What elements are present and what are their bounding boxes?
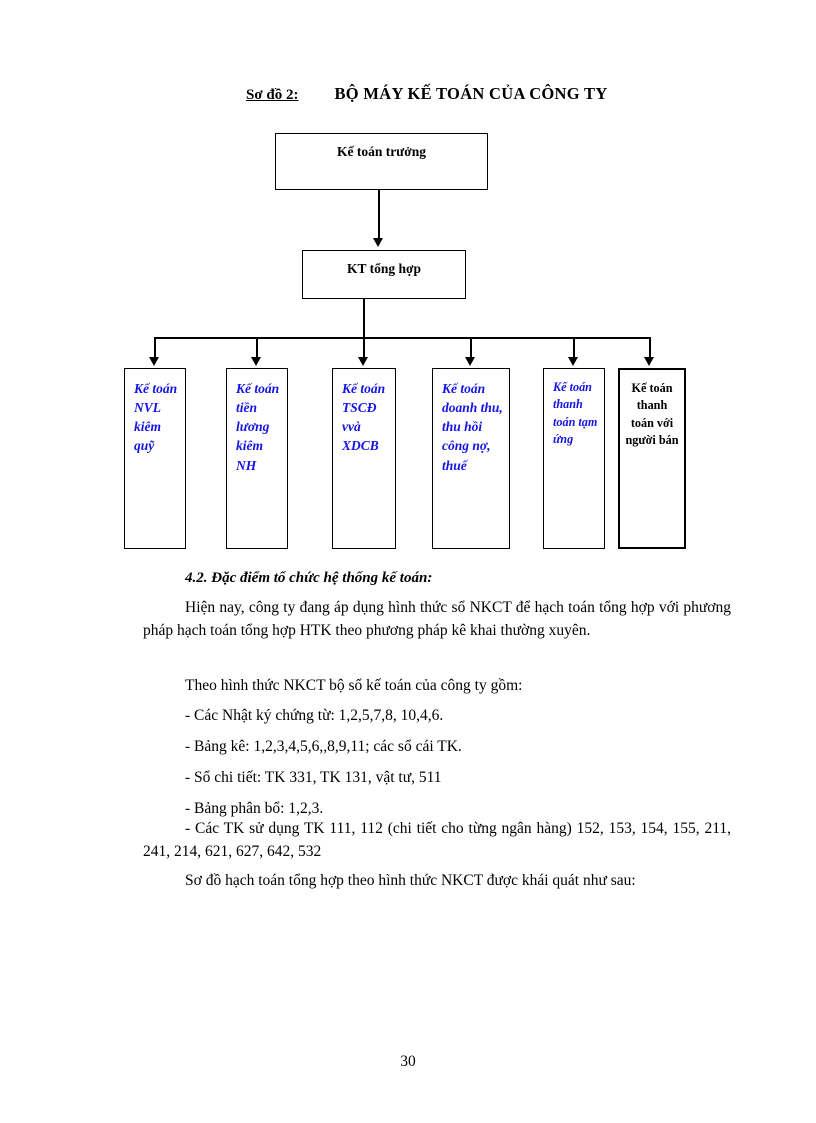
arrowhead-leaf-6 [643, 357, 654, 366]
arrowhead-leaf-1 [148, 357, 159, 366]
list-item: - Sổ chi tiết: TK 331, TK 131, vật tư, 5… [185, 769, 442, 786]
arrowhead-leaf-2 [250, 357, 261, 366]
node-ke-toan-thanh-toan-voi-nguoi-ban: Kế toán thanh toán với người bán [618, 368, 686, 549]
paragraph-closing: Sơ đồ hạch toán tổng hợp theo hình thức … [185, 872, 636, 889]
connector-drop-5 [573, 337, 575, 359]
node-ke-toan-truong: Kế toán trưởng [275, 133, 488, 190]
figure-label: Sơ đồ 2: [246, 87, 299, 103]
arrowhead-leaf-4 [464, 357, 475, 366]
node-label: KT tổng hợp [346, 261, 421, 276]
node-label: Kế toán thanh toán tạm ứng [553, 380, 598, 446]
node-ke-toan-tien-luong-kiem-nh: Kế toán tiền lương kiêm NH [226, 368, 288, 549]
node-ke-toan-thanh-toan-tam-ung: Kế toán thanh toán tạm ứng [543, 368, 605, 549]
list-item: - Bảng kê: 1,2,3,4,5,6,,8,9,11; các sổ c… [185, 738, 462, 755]
section-heading: 4.2. Đặc điểm tổ chức hệ thống kế toán: [185, 570, 433, 586]
node-kt-tong-hop: KT tổng hợp [302, 250, 466, 299]
paragraph-intro: Hiện nay, công ty đang áp dụng hình thức… [143, 599, 731, 639]
connector-drop-2 [256, 337, 258, 359]
figure-title: BỘ MÁY KẾ TOÁN CỦA CÔNG TY [334, 84, 608, 103]
connector-root-to-second [378, 190, 380, 239]
node-ke-toan-doanh-thu: Kế toán doanh thu, thu hồi công nợ, thuế [432, 368, 510, 549]
node-ke-toan-tscd-xdcb: Kế toán TSCĐ vvà XDCB [332, 368, 396, 549]
connector-drop-6 [649, 337, 651, 359]
node-label: Kế toán trưởng [336, 144, 427, 159]
connector-second-to-bus [363, 299, 365, 338]
connector-drop-4 [470, 337, 472, 359]
connector-drop-3 [363, 337, 365, 359]
figure-caption: Sơ đồ 2: BỘ MÁY KẾ TOÁN CỦA CÔNG TY [143, 84, 743, 104]
paragraph-books-intro: Theo hình thức NKCT bộ sổ kế toán của cô… [185, 677, 523, 694]
node-label: Kế toán TSCĐ vvà XDCB [342, 381, 386, 454]
connector-bus [155, 337, 651, 339]
arrowhead-leaf-5 [567, 357, 578, 366]
list-item: - Bảng phân bổ: 1,2,3. [185, 800, 324, 817]
node-label: Kế toán doanh thu, thu hồi công nợ, thuế [442, 381, 503, 473]
node-ke-toan-nvl-kiem-quy: Kế toán NVL kiêm quỹ [124, 368, 186, 549]
arrowhead-second [372, 238, 383, 247]
list-item: - Các Nhật ký chứng từ: 1,2,5,7,8, 10,4,… [185, 707, 444, 724]
node-label: Kế toán tiền lương kiêm NH [236, 381, 280, 473]
page-number: 30 [400, 1053, 416, 1070]
node-label: Kế toán NVL kiêm quỹ [134, 381, 178, 454]
list-item: - Các TK sử dụng TK 111, 112 (chi tiết c… [143, 820, 731, 860]
connector-drop-1 [154, 337, 156, 359]
org-chart-diagram: Kế toán trưởng KT tổng hợp Kế toán NVL k… [0, 0, 816, 560]
arrowhead-leaf-3 [357, 357, 368, 366]
node-label: Kế toán thanh toán với người bán [625, 381, 679, 447]
